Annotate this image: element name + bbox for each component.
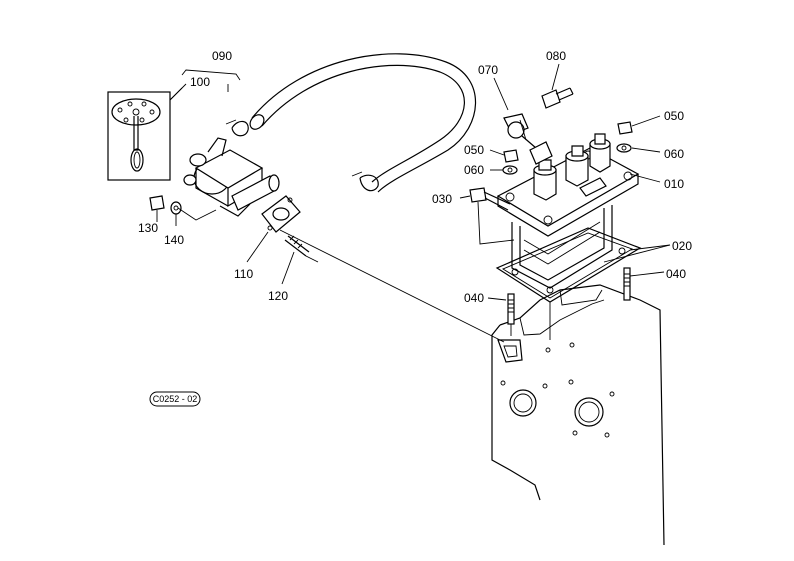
banjo-bolt (541, 87, 574, 109)
label-090: 090 (212, 49, 232, 63)
nut-washer-right (616, 121, 633, 153)
label-060-right: 060 (664, 147, 684, 161)
label-040-left: 040 (464, 291, 484, 305)
label-100: 100 (190, 75, 210, 89)
engine-block (491, 284, 665, 546)
label-030: 030 (432, 192, 452, 206)
label-050-right: 050 (664, 109, 684, 123)
label-060-left: 060 (464, 163, 484, 177)
figure-code: C0252 - 02 (149, 391, 201, 407)
pump-bolt (469, 187, 515, 245)
feed-pump-stud (284, 235, 319, 263)
banjo-fitting (503, 113, 553, 165)
label-050-left: 050 (464, 143, 484, 157)
figure-code-text: C0252 - 02 (153, 394, 198, 404)
stud-left (507, 293, 515, 325)
diaphragm-detail (107, 91, 171, 181)
label-010: 010 (664, 177, 684, 191)
label-080: 080 (546, 49, 566, 63)
injection-pump (495, 133, 642, 303)
feed-pump-gasket (261, 195, 301, 233)
label-130: 130 (138, 221, 158, 235)
stud-right (623, 267, 631, 301)
fuel-hose (225, 53, 477, 193)
label-040-right: 040 (666, 267, 686, 281)
feed-pump-nut (149, 195, 182, 215)
nut-washer-left (502, 149, 519, 175)
label-020: 020 (672, 239, 692, 253)
leader-lines (156, 63, 671, 343)
label-070: 070 (478, 63, 498, 77)
label-140: 140 (164, 233, 184, 247)
feed-pump (183, 137, 280, 217)
label-120: 120 (268, 289, 288, 303)
label-110: 110 (234, 267, 253, 281)
